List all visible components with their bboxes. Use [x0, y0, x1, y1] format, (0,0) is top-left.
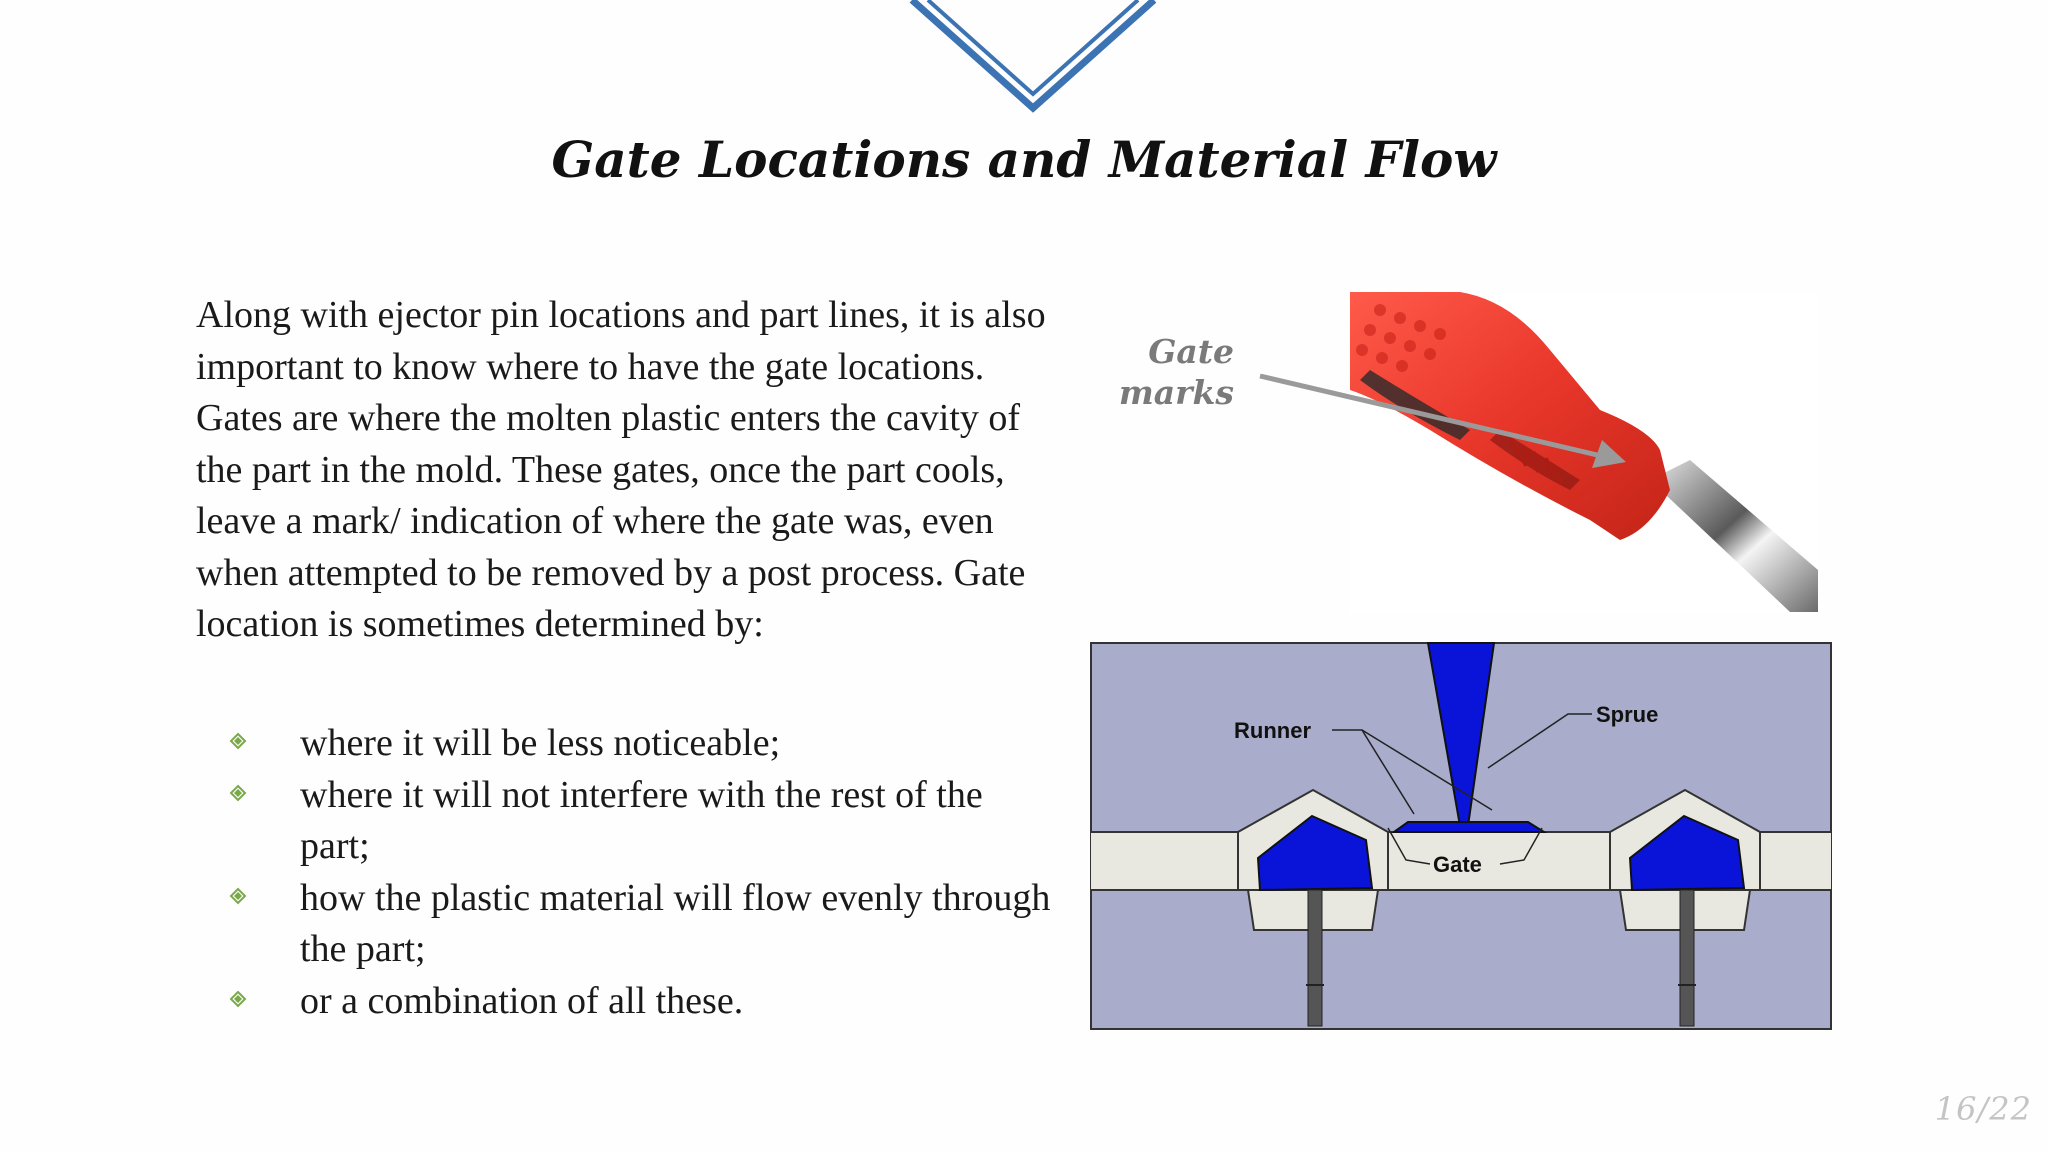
sprue-label: Sprue [1596, 702, 1658, 727]
diamond-bullet-icon [229, 732, 247, 750]
list-item-text: where it will not interfere with the res… [300, 773, 983, 868]
gate-marks-label: Gate marks [1110, 331, 1234, 413]
list-item-text: or a combination of all these. [300, 979, 744, 1022]
gate-label: Gate [1433, 852, 1482, 877]
runner-label: Runner [1234, 718, 1311, 743]
gate-marks-label-line1: Gate [1148, 332, 1234, 371]
diamond-bullet-icon [229, 784, 247, 801]
list-item: where it will not interfere with the res… [196, 770, 1056, 873]
slide-title: Gate Locations and Material Flow [551, 130, 1497, 189]
diamond-bullet-icon [229, 887, 247, 904]
list-item: or a combination of all these. [196, 976, 1056, 1028]
list-item-text: how the plastic material will flow evenl… [300, 876, 1051, 971]
page-number: 16/22 [1934, 1090, 2032, 1128]
list-item-text: where it will be less noticeable; [300, 722, 781, 764]
diamond-bullet-icon [229, 990, 247, 1007]
body-paragraph: Along with ejector pin locations and par… [196, 294, 1046, 645]
mold-cross-section-diagram: Runner Sprue Gate [1090, 642, 1832, 1030]
screwdriver-photo [1259, 292, 1818, 614]
list-item: where it will be less noticeable; [196, 718, 1056, 770]
bullet-list: where it will be less noticeable; where … [196, 718, 1056, 1027]
list-item: how the plastic material will flow evenl… [196, 873, 1056, 976]
gate-marks-label-line2: marks [1118, 373, 1234, 412]
chevron-decoration-icon [909, 0, 1157, 113]
